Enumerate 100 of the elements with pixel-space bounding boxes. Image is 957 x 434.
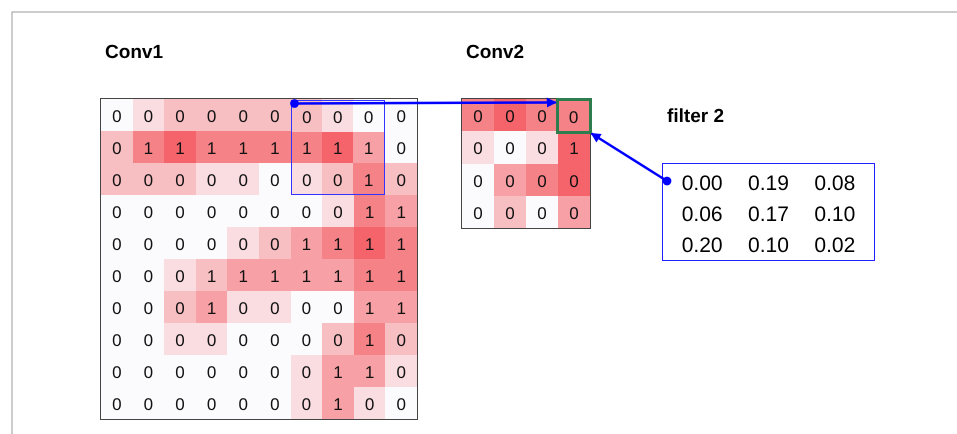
- matrix-cell: 0: [526, 131, 558, 164]
- matrix-cell: 1: [322, 355, 354, 387]
- matrix-cell: 0: [227, 227, 259, 259]
- matrix-cell: 0: [259, 355, 291, 387]
- matrix-cell: 0: [164, 387, 196, 419]
- matrix-cell: 1: [290, 227, 322, 259]
- filter-value: 0.19: [747, 171, 790, 197]
- matrix-cell: 0: [101, 387, 133, 419]
- matrix-cell: 1: [385, 291, 417, 323]
- filter-value: 0.10: [747, 233, 790, 259]
- matrix-cell: 0: [101, 131, 133, 163]
- matrix-cell: 1: [385, 227, 417, 259]
- matrix-cell: 0: [385, 163, 417, 195]
- arrow: [590, 132, 672, 186]
- matrix-cell: 1: [354, 227, 386, 259]
- matrix-cell: 0: [290, 387, 322, 419]
- matrix-cell: 0: [132, 99, 164, 131]
- matrix-cell: 0: [290, 195, 322, 227]
- matrix-cell: 0: [164, 99, 196, 131]
- matrix-cell: 1: [558, 131, 590, 164]
- matrix-cell: 0: [101, 259, 133, 291]
- matrix-cell: 1: [354, 291, 386, 323]
- matrix-cell: 0: [196, 227, 228, 259]
- matrix-cell: 0: [227, 195, 259, 227]
- matrix-cell: 0: [494, 196, 526, 228]
- matrix-cell: 0: [132, 227, 164, 259]
- matrix-cell: 0: [227, 163, 259, 195]
- matrix-cell: 1: [385, 195, 417, 227]
- filter-title: filter 2: [667, 106, 724, 128]
- matrix-cell: 0: [290, 323, 322, 355]
- matrix-cell: 0: [259, 99, 291, 131]
- matrix-cell: 0: [101, 227, 133, 259]
- matrix-cell: 0: [462, 164, 494, 196]
- matrix-cell: 0: [101, 291, 133, 323]
- matrix-cell: 0: [196, 387, 228, 419]
- filter-value: 0.02: [813, 233, 856, 259]
- matrix-cell: 0: [385, 355, 417, 387]
- matrix-cell: 1: [322, 227, 354, 259]
- filter-value: 0.10: [813, 202, 856, 228]
- matrix-cell: 0: [558, 196, 590, 228]
- matrix-cell: 0: [132, 195, 164, 227]
- matrix-cell: 0: [259, 227, 291, 259]
- matrix-cell: 0: [164, 163, 196, 195]
- matrix-cell: 0: [132, 291, 164, 323]
- matrix-cell: 0: [101, 163, 133, 195]
- highlight-window: [290, 100, 385, 196]
- matrix-cell: 0: [132, 323, 164, 355]
- matrix-cell: 0: [494, 99, 526, 132]
- matrix-cell: 0: [196, 99, 228, 131]
- matrix-cell: 0: [462, 196, 494, 228]
- matrix-cell: 0: [164, 323, 196, 355]
- matrix-cell: 0: [101, 99, 133, 131]
- matrix-cell: 0: [494, 131, 526, 164]
- matrix-cell: 0: [196, 323, 228, 355]
- matrix-cell: 1: [385, 259, 417, 291]
- matrix-cell: 1: [259, 259, 291, 291]
- filter-value: 0.20: [680, 233, 724, 259]
- matrix-cell: 0: [385, 323, 417, 355]
- matrix-cell: 0: [132, 163, 164, 195]
- matrix-cell: 1: [354, 259, 386, 291]
- matrix-cell: 0: [385, 131, 417, 163]
- matrix-cell: 0: [385, 99, 417, 131]
- matrix-cell: 1: [196, 291, 228, 323]
- matrix-cell: 0: [132, 387, 164, 419]
- matrix-cell: 0: [196, 163, 228, 195]
- matrix-cell: 0: [164, 259, 196, 291]
- matrix-cell: 0: [322, 291, 354, 323]
- matrix-cell: 1: [132, 131, 164, 163]
- matrix-cell: 0: [526, 196, 558, 228]
- matrix-cell: 1: [196, 131, 228, 163]
- matrix-cell: 0: [196, 195, 228, 227]
- matrix-cell: 1: [353, 132, 384, 163]
- matrix-cell: 0: [526, 164, 558, 196]
- matrix-cell: 0: [132, 259, 164, 291]
- matrix-cell: 1: [322, 387, 354, 419]
- matrix-cell: 1: [290, 259, 322, 291]
- matrix-cell: 0: [322, 323, 354, 355]
- matrix-cell: 0: [101, 355, 133, 387]
- matrix-cell: 0: [259, 323, 291, 355]
- matrix-cell: 0: [259, 387, 291, 419]
- matrix-cell: 0: [494, 164, 526, 196]
- matrix-cell: 0: [290, 355, 322, 387]
- matrix-cell: 0: [164, 291, 196, 323]
- filter-value: 0.08: [813, 171, 856, 197]
- matrix-cell: 0: [132, 355, 164, 387]
- matrix-cell: 0: [385, 387, 417, 419]
- matrix-cell: 0: [322, 195, 354, 227]
- matrix-cell: 0: [164, 195, 196, 227]
- matrix-cell: 0: [227, 387, 259, 419]
- matrix-cell: 0: [259, 163, 291, 195]
- matrix-cell: 0: [164, 227, 196, 259]
- matrix-cell: 0: [353, 100, 384, 132]
- matrix-title: Conv2: [466, 42, 524, 64]
- matrix-cell: 1: [354, 355, 386, 387]
- matrix-cell: 0: [227, 355, 259, 387]
- matrix-cell: 0: [290, 291, 322, 323]
- matrix-cell: 0: [462, 131, 494, 164]
- filter-value: 0.00: [680, 171, 724, 197]
- matrix-cell: 1: [259, 131, 291, 163]
- matrix-cell: 1: [227, 259, 259, 291]
